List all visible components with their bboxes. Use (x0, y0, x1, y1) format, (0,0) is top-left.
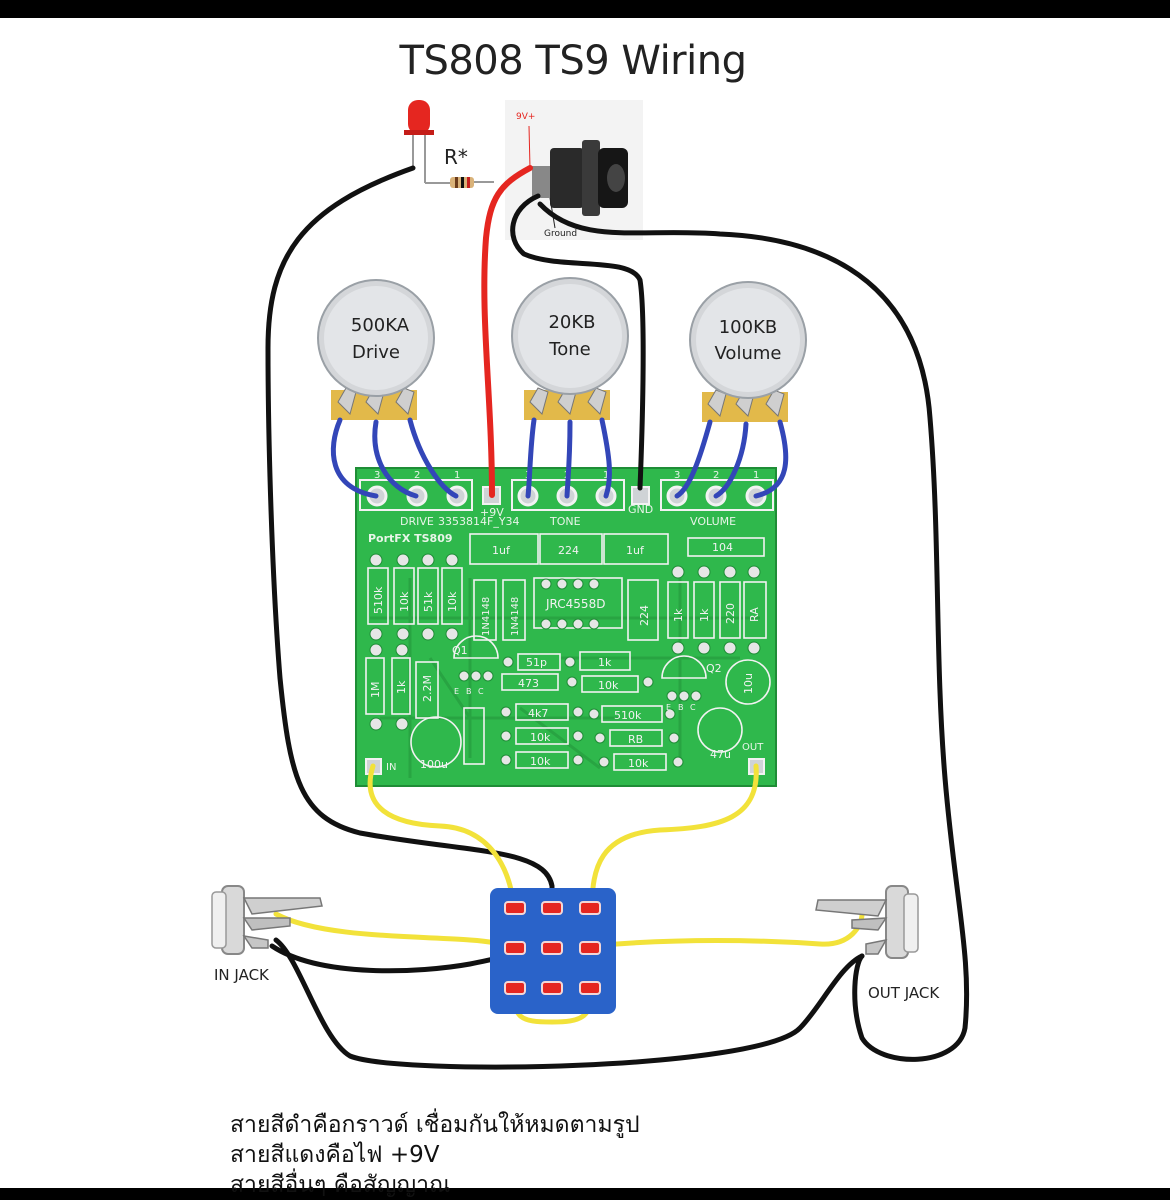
svg-text:2.2M: 2.2M (421, 675, 434, 702)
pad-label-tone: TONE (549, 515, 581, 528)
pot-tone-value: 20KB (548, 312, 595, 333)
svg-text:510k: 510k (372, 586, 385, 614)
resistor-label: R* (444, 145, 468, 169)
dc-jack-ground-label: Ground (544, 229, 577, 239)
pot-drive-value: 500KA (351, 315, 410, 336)
in-jack-label: IN JACK (214, 966, 270, 984)
pot-drive (317, 279, 435, 420)
svg-text:10k: 10k (598, 679, 619, 692)
svg-text:4k7: 4k7 (528, 707, 548, 720)
pad-label-volume: VOLUME (690, 515, 736, 528)
diagram-title: TS808 TS9 Wiring (399, 38, 747, 84)
svg-text:1k: 1k (395, 680, 408, 694)
svg-text:1k: 1k (598, 656, 612, 669)
svg-text:RB: RB (628, 733, 643, 746)
svg-text:C: C (690, 703, 696, 712)
pcb-component-labels: 1uf 224 1uf 104 510k 10k 51k 10k 1N4148 … (369, 541, 761, 771)
svg-text:1k: 1k (698, 608, 711, 622)
pcb-code: 3353814F_Y34 (438, 515, 520, 528)
pot-drive-name: Drive (352, 342, 400, 363)
drive-pin-2-label: 2 (414, 470, 420, 481)
out-jack-icon (815, 885, 919, 959)
pad-label-out: OUT (742, 742, 764, 753)
svg-text:B: B (466, 687, 472, 696)
dc-jack-icon (505, 100, 643, 240)
svg-text:510k: 510k (614, 709, 642, 722)
volume-pin-2-label: 2 (713, 470, 719, 481)
pcb-component-outlines (365, 533, 771, 771)
footswitch-3pdt (490, 888, 616, 1014)
pot-volume-name: Volume (715, 343, 782, 364)
drive-pin-1-label: 1 (454, 470, 460, 481)
wiring-diagram: 3 2 1 3 2 1 3 2 1 DRIVE 3353814F_Y34 +9V… (211, 100, 970, 1070)
note-signal: สายสีอื่นๆ คือสัญญาณ (230, 1172, 451, 1198)
led-icon (404, 100, 450, 184)
note-power: สายสีแดงคือไฟ +9V (230, 1142, 440, 1168)
drive-pads (359, 479, 473, 511)
power-wire (481, 165, 533, 498)
svg-text:220: 220 (724, 603, 737, 624)
svg-text:1uf: 1uf (492, 544, 511, 557)
svg-text:E: E (666, 703, 671, 712)
wiring-notes: สายสีดำคือกราวด์ เชื่อมกันให้หมดตามรูป ส… (230, 1110, 640, 1200)
svg-text:1N4148: 1N4148 (510, 597, 521, 636)
svg-text:E: E (454, 687, 459, 696)
in-jack-icon (211, 885, 323, 955)
pot-volume-value: 100KB (719, 317, 778, 338)
svg-text:1uf: 1uf (626, 544, 645, 557)
svg-text:104: 104 (712, 541, 733, 554)
pot-volume (689, 281, 807, 422)
svg-text:224: 224 (638, 605, 651, 626)
svg-text:51p: 51p (526, 656, 547, 669)
svg-text:1k: 1k (672, 608, 685, 622)
svg-text:B: B (678, 703, 684, 712)
svg-text:10u: 10u (742, 673, 755, 694)
pot-signal-wires (330, 417, 789, 499)
ground-wires (265, 165, 970, 1070)
dc-jack-power-label: 9V+ (516, 112, 535, 122)
pcb-through-hole-pads (369, 553, 761, 768)
svg-text:1M: 1M (369, 682, 382, 699)
svg-text:51k: 51k (422, 591, 435, 612)
pad-label-in: IN (386, 762, 396, 773)
svg-text:Q1: Q1 (452, 644, 468, 657)
svg-text:47u: 47u (710, 748, 731, 761)
svg-text:473: 473 (518, 677, 539, 690)
resistor-icon (450, 177, 494, 188)
volume-pin-1-label: 1 (753, 470, 759, 481)
svg-text:C: C (478, 687, 484, 696)
svg-text:10k: 10k (446, 591, 459, 612)
svg-text:10k: 10k (398, 591, 411, 612)
pcb-brand: PortFX TS809 (368, 532, 453, 545)
drive-pin-3-label: 3 (374, 470, 380, 481)
svg-text:1N4148: 1N4148 (481, 597, 492, 636)
pad-label-ground: GND (628, 503, 653, 516)
tone-pin-1-label: 1 (603, 470, 609, 481)
volume-pin-3-label: 3 (674, 470, 680, 481)
out-jack-label: OUT JACK (868, 984, 940, 1002)
svg-text:10k: 10k (530, 731, 551, 744)
chip-label: JRC4558D (545, 597, 605, 611)
pad-label-drive: DRIVE (400, 515, 434, 528)
pad-label-power: +9V (480, 506, 504, 519)
svg-text:224: 224 (558, 544, 579, 557)
svg-text:10k: 10k (628, 757, 649, 770)
svg-text:RA: RA (748, 607, 761, 622)
note-ground: สายสีดำคือกราวด์ เชื่อมกันให้หมดตามรูป (230, 1112, 640, 1138)
svg-text:100u: 100u (420, 758, 448, 771)
diagram-canvas: TS808 TS9 Wiring (0, 18, 1170, 1198)
pcb-board: 3 2 1 3 2 1 3 2 1 DRIVE 3353814F_Y34 +9V… (355, 467, 777, 787)
pot-tone (511, 277, 629, 420)
svg-text:10k: 10k (530, 755, 551, 768)
pot-tone-name: Tone (548, 339, 590, 360)
svg-text:Q2: Q2 (706, 662, 722, 675)
